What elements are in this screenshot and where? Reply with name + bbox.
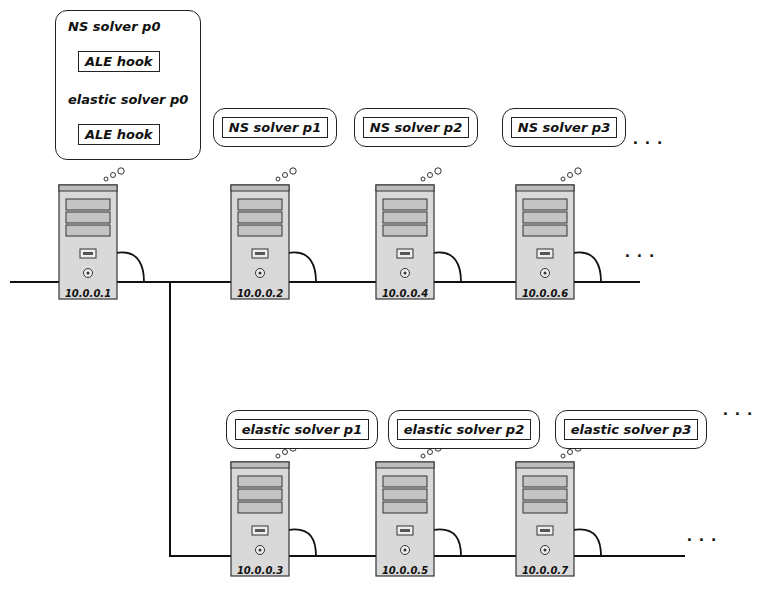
thought-dot	[435, 168, 441, 174]
continuation-dots: · · ·	[625, 248, 656, 264]
thought-dot	[561, 177, 565, 181]
network-cable	[288, 529, 316, 556]
thought-dot	[421, 177, 425, 181]
continuation-dots: · · ·	[687, 532, 718, 548]
computer-tower	[231, 445, 316, 576]
ip-address: 10.0.0.1	[65, 288, 111, 299]
process-bubble: NS solver p1	[213, 108, 337, 147]
thought-dot	[290, 168, 296, 174]
computer-tower	[376, 168, 461, 299]
thought-dot	[104, 177, 108, 181]
thought-dot	[568, 173, 573, 178]
thought-dot	[575, 168, 581, 174]
thought-dot	[283, 450, 288, 455]
ip-address: 10.0.0.4	[382, 288, 428, 299]
node-text: NS solver p1	[222, 117, 328, 138]
continuation-dots: · · ·	[633, 135, 664, 151]
hook-box: ALE hook	[78, 124, 160, 145]
process-bubble: elastic solver p2	[388, 410, 540, 449]
thought-dot	[428, 450, 433, 455]
network-cable	[116, 252, 144, 282]
network-cable	[573, 252, 601, 282]
ip-address: 10.0.0.7	[522, 565, 568, 576]
node-text: elastic solver p3	[564, 419, 698, 440]
computer-tower	[516, 445, 601, 576]
network-cable	[288, 252, 316, 282]
node-text: NS solver p0	[68, 19, 160, 34]
network-cable	[573, 529, 601, 556]
ip-address: 10.0.0.5	[382, 565, 428, 576]
thought-dot	[118, 168, 124, 174]
process-bubble: NS solver p2	[354, 108, 478, 147]
node-text: NS solver p2	[363, 117, 469, 138]
process-bubble: NS solver p3	[502, 108, 626, 147]
computer-tower	[516, 168, 601, 299]
node-text: elastic solver p1	[235, 419, 369, 440]
node-text: elastic solver p0	[68, 92, 188, 107]
ip-address: 10.0.0.2	[237, 288, 283, 299]
process-bubble: NS solver p0elastic solver p0ALE hookALE…	[55, 10, 201, 160]
node-text: NS solver p3	[511, 117, 617, 138]
thought-dot	[111, 173, 116, 178]
ip-address: 10.0.0.6	[522, 288, 568, 299]
continuation-dots: · · ·	[723, 406, 754, 422]
node-text: elastic solver p2	[397, 419, 531, 440]
thought-dot	[568, 450, 573, 455]
thought-dot	[283, 173, 288, 178]
computer-tower	[59, 168, 144, 299]
thought-dot	[428, 173, 433, 178]
ip-address: 10.0.0.3	[237, 565, 283, 576]
thought-dot	[276, 177, 280, 181]
computer-tower	[376, 445, 461, 576]
node-text: ALE hook	[85, 54, 153, 69]
process-bubble: elastic solver p1	[226, 410, 378, 449]
process-bubble: elastic solver p3	[555, 410, 707, 449]
node-text: ALE hook	[85, 127, 153, 142]
thought-dot	[276, 454, 280, 458]
network-cable	[433, 529, 461, 556]
thought-dot	[561, 454, 565, 458]
thought-dot	[421, 454, 425, 458]
network-cable	[433, 252, 461, 282]
hook-box: ALE hook	[78, 51, 160, 72]
computer-tower	[231, 168, 316, 299]
